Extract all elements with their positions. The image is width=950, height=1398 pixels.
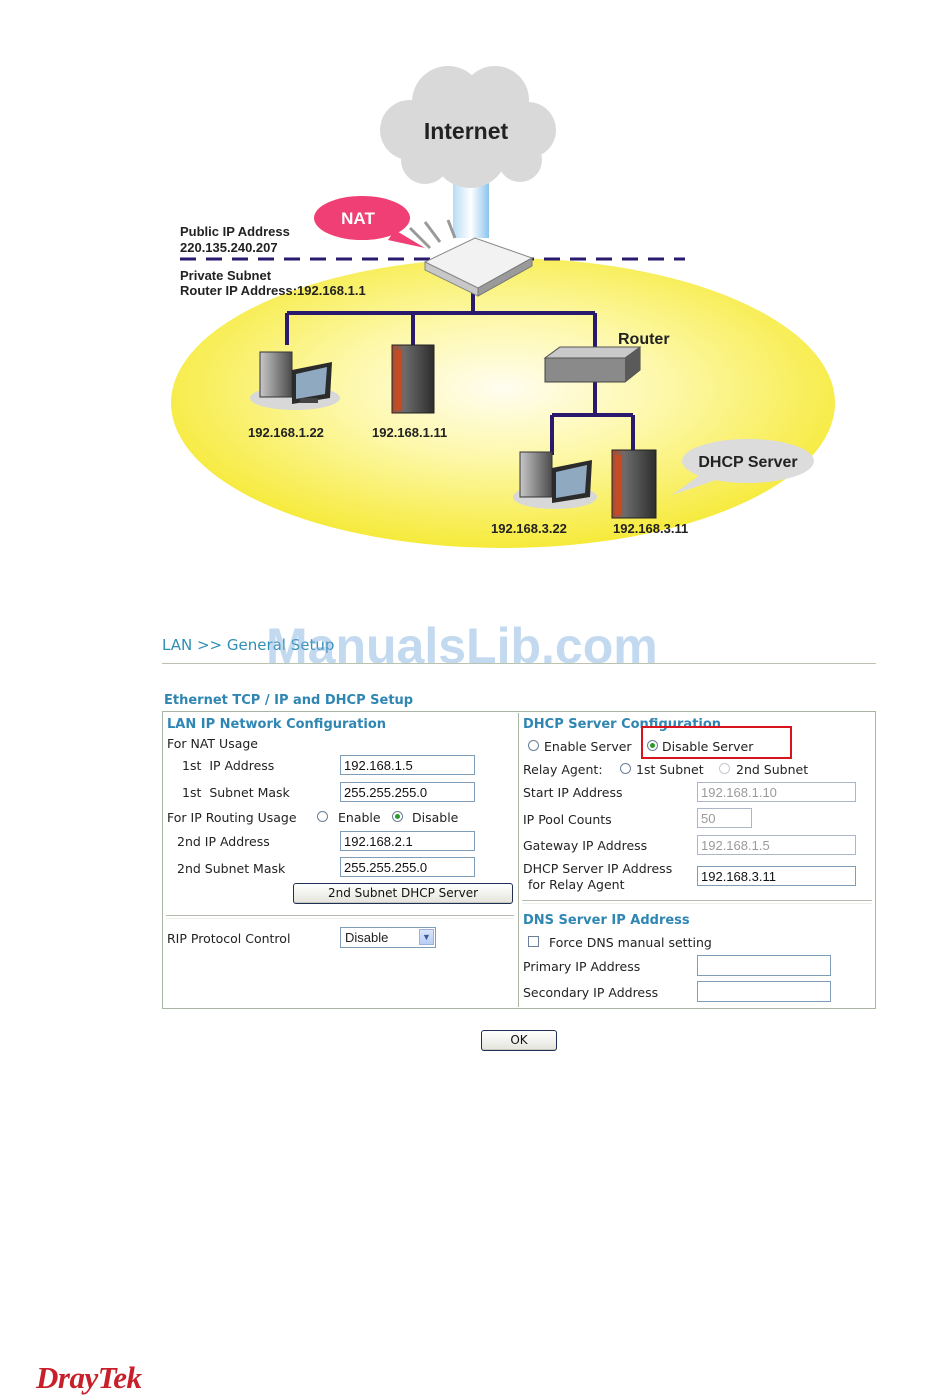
primary-dns-label: Primary IP Address <box>523 959 640 974</box>
server-2-icon <box>612 450 656 518</box>
force-dns-checkbox[interactable] <box>528 936 539 947</box>
rip-label: RIP Protocol Control <box>167 931 290 946</box>
secondary-dns-label: Secondary IP Address <box>523 985 658 1000</box>
relay-first-subnet-label: 1st Subnet <box>636 762 704 777</box>
watermark: ManualsLib.com <box>266 617 658 675</box>
mask1-input[interactable]: 255.255.255.0 <box>340 782 475 802</box>
routing-enable-radio[interactable] <box>317 811 328 822</box>
primary-dns-input[interactable] <box>697 955 831 976</box>
disable-server-label: Disable Server <box>662 739 753 754</box>
relay-agent-ip-label: for Relay Agent <box>528 877 624 892</box>
public-ip-value: 220.135.240.207 <box>180 240 278 255</box>
form-title: Ethernet TCP / IP and DHCP Setup <box>164 693 413 708</box>
header-divider <box>162 663 876 664</box>
force-dns-label: Force DNS manual setting <box>549 935 712 950</box>
routing-disable-radio[interactable] <box>392 811 403 822</box>
dns-title: DNS Server IP Address <box>523 913 690 928</box>
mask2-label: 2nd Subnet Mask <box>177 861 285 876</box>
nat-usage-label: For NAT Usage <box>167 736 258 751</box>
network-diagram: Internet NAT Public IP Address 220.135.2… <box>0 0 950 570</box>
left-section-divider <box>166 915 514 919</box>
secondary-dns-input[interactable] <box>697 981 831 1002</box>
gateway-ip-label: Gateway IP Address <box>523 838 647 853</box>
pool-count-input[interactable]: 50 <box>697 808 752 828</box>
mask1-label: 1st Subnet Mask <box>182 785 290 800</box>
ip1-input[interactable]: 192.168.1.5 <box>340 755 475 775</box>
host-3-ip: 192.168.3.22 <box>491 521 567 536</box>
rip-select-value: Disable <box>345 930 388 945</box>
dhcp-server-label: DHCP Server <box>698 454 797 471</box>
relay-agent-label: Relay Agent: <box>523 762 603 777</box>
relay-first-subnet-radio[interactable] <box>620 763 631 774</box>
start-ip-input[interactable]: 192.168.1.10 <box>697 782 856 802</box>
form-column-divider <box>518 713 519 1007</box>
private-subnet-label: Private Subnet <box>180 268 272 283</box>
gateway-ip-input[interactable]: 192.168.1.5 <box>697 835 856 855</box>
internet-label: Internet <box>424 118 509 144</box>
pool-count-label: IP Pool Counts <box>523 812 612 827</box>
ok-button[interactable]: OK <box>481 1030 557 1051</box>
router-ip-label: Router IP Address:192.168.1.1 <box>180 283 366 298</box>
rip-select[interactable]: Disable ▼ <box>340 927 436 948</box>
host-4-ip: 192.168.3.11 <box>613 521 688 536</box>
routing-enable-label: Enable <box>338 810 381 825</box>
host-1-ip: 192.168.1.22 <box>248 425 324 440</box>
enable-server-label: Enable Server <box>544 739 632 754</box>
right-section-divider <box>522 900 872 904</box>
host-2-ip: 192.168.1.11 <box>372 425 447 440</box>
dhcp-server-ip-input[interactable]: 192.168.3.11 <box>697 866 856 886</box>
server-1-icon <box>392 345 434 413</box>
nat-label: NAT <box>341 209 375 228</box>
mask2-input[interactable]: 255.255.255.0 <box>340 857 475 877</box>
routing-disable-label: Disable <box>412 810 458 825</box>
public-ip-label: Public IP Address <box>180 224 290 239</box>
second-subnet-dhcp-button[interactable]: 2nd Subnet DHCP Server <box>293 883 513 904</box>
start-ip-label: Start IP Address <box>523 785 623 800</box>
ip1-label: 1st IP Address <box>182 758 274 773</box>
routing-usage-label: For IP Routing Usage <box>167 810 297 825</box>
ip2-input[interactable]: 192.168.2.1 <box>340 831 475 851</box>
disable-server-radio[interactable] <box>647 740 658 751</box>
draytek-logo: DrayTek <box>36 1360 142 1396</box>
lan-config-title: LAN IP Network Configuration <box>167 717 386 732</box>
router-label: Router <box>618 331 670 348</box>
ip2-label: 2nd IP Address <box>177 834 270 849</box>
relay-second-subnet-label: 2nd Subnet <box>736 762 808 777</box>
chevron-down-icon[interactable]: ▼ <box>419 929 434 945</box>
router-icon <box>545 347 640 382</box>
relay-second-subnet-radio[interactable] <box>719 763 730 774</box>
dhcp-server-ip-label: DHCP Server IP Address <box>523 861 672 876</box>
enable-server-radio[interactable] <box>528 740 539 751</box>
